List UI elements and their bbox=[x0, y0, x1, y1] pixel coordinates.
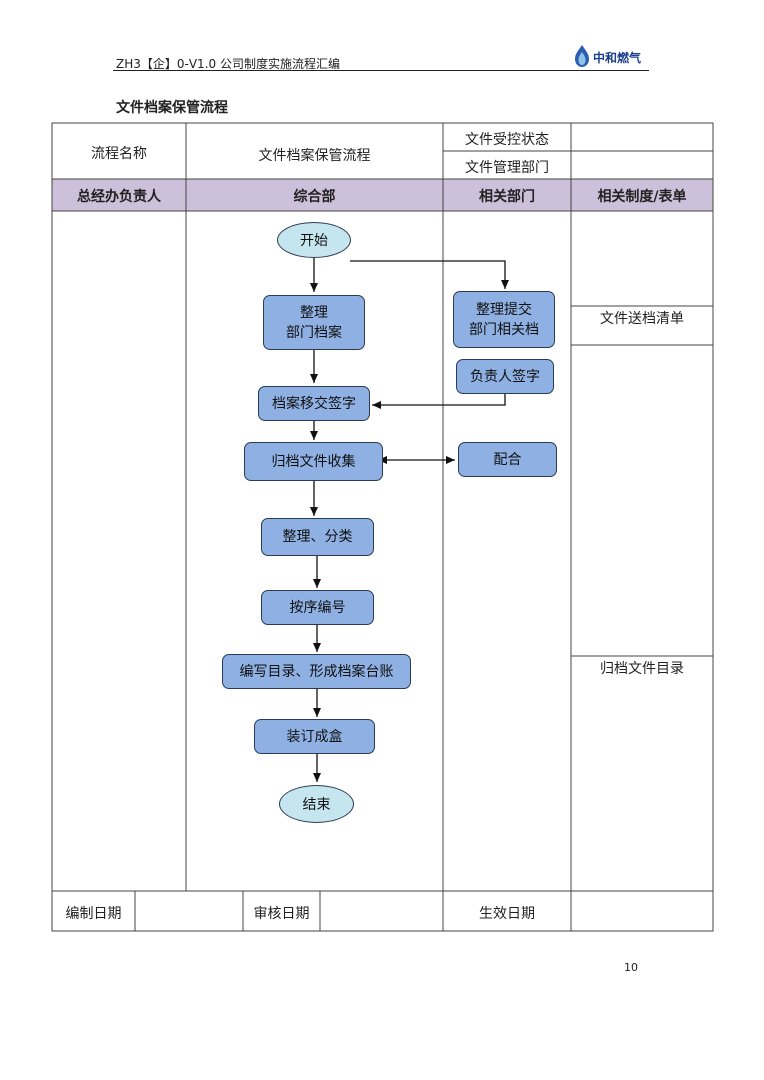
control-status-label: 文件受控状态 bbox=[465, 132, 549, 148]
lane-header-band bbox=[52, 179, 713, 211]
submit-related-archives-node: 整理提交 部门相关档 bbox=[453, 291, 555, 348]
cooperate-node: 配合 bbox=[458, 442, 557, 477]
node-line: 部门相关档 bbox=[469, 321, 539, 338]
start-node: 开始 bbox=[277, 222, 351, 258]
bind-box-node: 装订成盒 bbox=[254, 719, 375, 754]
collect-files-node: 归档文件收集 bbox=[244, 442, 383, 481]
management-dept-label: 文件管理部门 bbox=[465, 160, 549, 176]
node-line: 整理提交 bbox=[476, 301, 532, 318]
flame-icon bbox=[575, 45, 589, 67]
lane-header-forms: 相关制度/表单 bbox=[597, 189, 687, 205]
arrow-start-to-submit bbox=[350, 260, 509, 289]
page-title: 文件档案保管流程 bbox=[116, 100, 228, 116]
compile-catalog-node: 编写目录、形成档案台账 bbox=[222, 654, 411, 689]
effective-date-label: 生效日期 bbox=[479, 906, 535, 922]
number-in-order-node: 按序编号 bbox=[261, 590, 374, 625]
header-rule bbox=[113, 70, 649, 71]
table-grid bbox=[51, 122, 714, 932]
page-number: 10 bbox=[624, 961, 638, 974]
form-archive-catalog: 归档文件目录 bbox=[600, 661, 684, 677]
arrow-sign-to-transfer bbox=[372, 394, 506, 409]
connectors bbox=[310, 258, 509, 782]
compile-date-label: 编制日期 bbox=[65, 906, 122, 922]
transfer-sign-node: 档案移交签字 bbox=[258, 386, 370, 421]
node-line: 部门档案 bbox=[286, 324, 342, 341]
company-logo: 中和燃气 bbox=[572, 44, 652, 70]
form-delivery-list: 文件送档清单 bbox=[600, 311, 684, 327]
end-node: 结束 bbox=[279, 785, 354, 823]
lane-header-related-dept: 相关部门 bbox=[479, 189, 535, 205]
document-code: ZH3【企】0-V1.0 公司制度实施流程汇编 bbox=[116, 57, 340, 71]
review-date-label: 审核日期 bbox=[253, 906, 310, 922]
lane-header-general-dept: 综合部 bbox=[293, 189, 336, 205]
lane-header-gm: 总经办负责人 bbox=[77, 189, 161, 205]
node-line: 整理 bbox=[300, 304, 328, 321]
process-name-value: 文件档案保管流程 bbox=[258, 148, 371, 164]
organize-dept-archives-node: 整理 部门档案 bbox=[263, 295, 365, 350]
head-sign-node: 负责人签字 bbox=[456, 359, 554, 394]
process-name-label: 流程名称 bbox=[91, 146, 147, 162]
logo-text: 中和燃气 bbox=[593, 51, 642, 65]
sort-classify-node: 整理、分类 bbox=[261, 518, 374, 556]
